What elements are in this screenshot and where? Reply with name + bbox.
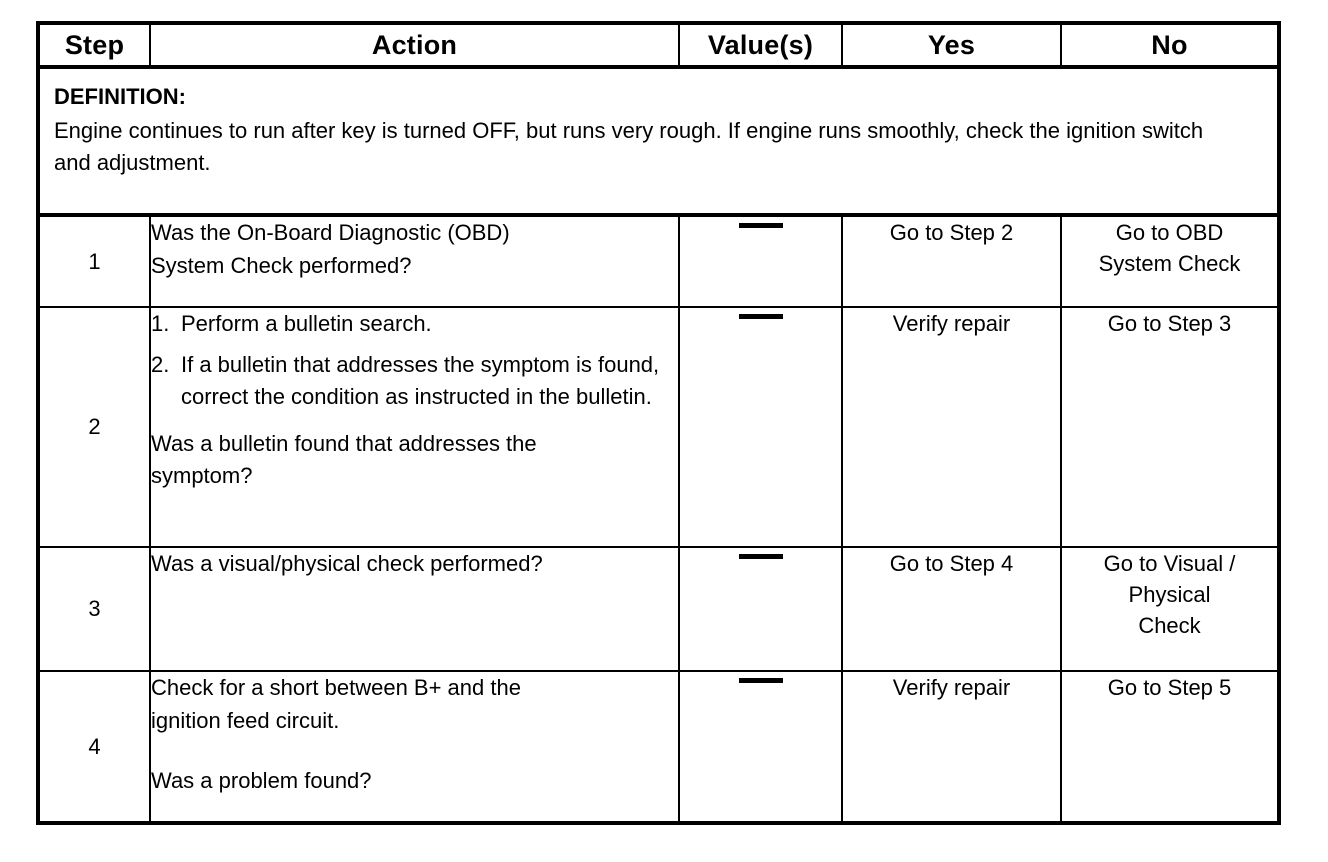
list-marker: 2. (151, 351, 170, 377)
list-text: Perform a bulletin search. (181, 311, 432, 336)
list-marker: 1. (151, 311, 170, 336)
step-number: 2 (38, 306, 151, 548)
action-cell: 1. Perform a bulletin search. 2. If a bu… (149, 306, 680, 548)
definition-row: DEFINITION: Engine continues to run afte… (38, 67, 1279, 217)
action-cell: Was the On-Board Diagnostic (OBD) System… (149, 214, 680, 308)
table-row: 1 Was the On-Board Diagnostic (OBD) Syst… (38, 214, 1279, 308)
action-steps-list: 1. Perform a bulletin search. 2. If a bu… (151, 308, 678, 414)
value-cell (678, 546, 843, 672)
value-cell (678, 670, 843, 824)
column-header-yes: Yes (841, 23, 1062, 69)
action-list-item: 2. If a bulletin that addresses the symp… (151, 349, 678, 414)
action-question: Was a problem found? (151, 765, 678, 798)
column-header-step: Step (38, 23, 151, 69)
table-row: 2 1. Perform a bulletin search. 2. If a … (38, 306, 1279, 548)
column-header-value: Value(s) (678, 23, 843, 69)
definition-cell: DEFINITION: Engine continues to run afte… (38, 67, 1279, 217)
no-line: Physical (1128, 582, 1211, 608)
no-line: Go to Visual / (1103, 551, 1236, 576)
diagnostic-step-table: Step Action Value(s) Yes No DEFINITION: … (36, 21, 1281, 825)
action-line: Was a problem found? (151, 768, 372, 794)
no-line: Go to OBD (1115, 220, 1224, 245)
em-dash-icon (738, 223, 783, 229)
table-row: 4 Check for a short between B+ and the i… (38, 670, 1279, 824)
step-number: 1 (38, 214, 151, 308)
no-cell: Go to Step 5 (1060, 670, 1279, 824)
step-number: 3 (38, 546, 151, 672)
table-header-row: Step Action Value(s) Yes No (38, 23, 1279, 69)
action-cell: Check for a short between B+ and the ign… (149, 670, 680, 824)
no-line: System Check (1098, 251, 1241, 277)
no-cell: Go to OBD System Check (1060, 214, 1279, 308)
column-header-action: Action (149, 23, 680, 69)
action-question: Was a bulletin found that addresses the … (151, 428, 678, 493)
yes-cell: Go to Step 4 (841, 546, 1062, 672)
list-text: If a bulletin that addresses the symptom… (181, 351, 660, 410)
table-row: 3 Was a visual/physical check performed?… (38, 546, 1279, 672)
action-line: Was a visual/physical check performed? (151, 551, 543, 576)
yes-cell: Verify repair (841, 306, 1062, 548)
step-number: 4 (38, 670, 151, 824)
yes-cell: Go to Step 2 (841, 214, 1062, 308)
action-line: symptom? (151, 463, 253, 489)
action-cell: Was a visual/physical check performed? (149, 546, 680, 672)
action-line: Was the On-Board Diagnostic (OBD) (151, 220, 510, 245)
no-line: Check (1138, 613, 1201, 639)
em-dash-icon (738, 678, 783, 684)
action-list-item: 1. Perform a bulletin search. (151, 308, 678, 341)
em-dash-icon (738, 554, 783, 560)
action-line: ignition feed circuit. (151, 707, 340, 733)
definition-title: DEFINITION: (54, 84, 186, 109)
action-line: Was a bulletin found that addresses the (151, 430, 537, 456)
no-cell: Go to Visual / Physical Check (1060, 546, 1279, 672)
value-cell (678, 214, 843, 308)
column-header-no: No (1060, 23, 1279, 69)
action-line: Check for a short between B+ and the (151, 675, 521, 700)
yes-cell: Verify repair (841, 670, 1062, 824)
definition-body: Engine continues to run after key is tur… (54, 117, 1204, 176)
em-dash-icon (738, 314, 783, 320)
action-line: System Check performed? (151, 252, 412, 278)
value-cell (678, 306, 843, 548)
no-cell: Go to Step 3 (1060, 306, 1279, 548)
